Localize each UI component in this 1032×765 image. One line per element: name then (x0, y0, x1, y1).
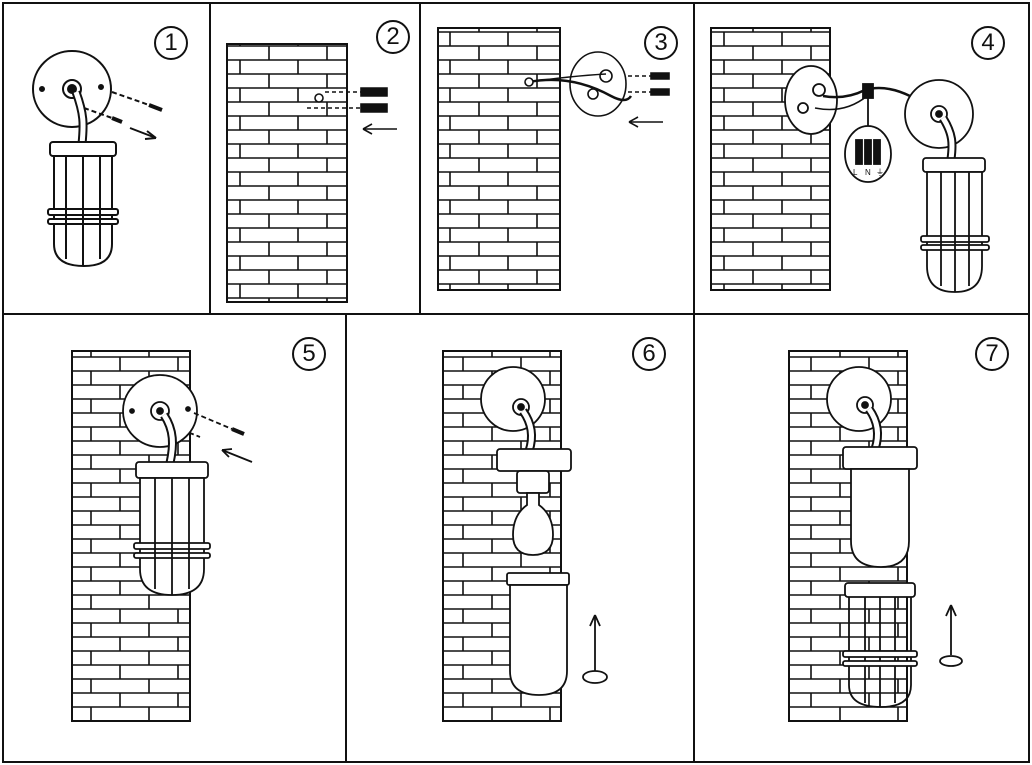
step-4-illustration: L N ⏚ (710, 27, 990, 293)
brick-wall (226, 43, 348, 303)
light-bulb (512, 492, 554, 556)
lamp-glass (850, 468, 910, 568)
step-number-badge: 7 (975, 337, 1009, 371)
step-7-illustration (788, 350, 963, 722)
step-4-panel: 4 (693, 2, 1030, 315)
step-2-illustration (226, 43, 397, 303)
step-3-panel: 3 (419, 2, 695, 315)
step-number-badge: 4 (971, 26, 1005, 60)
lamp-glass (509, 584, 568, 696)
step-number-badge: 2 (376, 20, 410, 54)
terminal-label: N (865, 168, 871, 177)
terminal-label: L (853, 168, 858, 177)
lamp-socket (516, 470, 550, 494)
mounting-plate (569, 51, 627, 117)
brick-wall (437, 27, 561, 291)
step-6-panel: 6 (345, 313, 695, 763)
step-1-panel: 1 (2, 2, 211, 315)
step-number-badge: 5 (292, 337, 326, 371)
step-number-badge: 1 (154, 26, 188, 60)
step-5-panel: 5 (2, 313, 347, 763)
step-number-badge: 6 (632, 337, 666, 371)
lamp-cap (842, 446, 918, 470)
lamp-cap (496, 448, 572, 472)
step-6-illustration (442, 350, 608, 722)
wall-plate (480, 366, 546, 432)
step-7-panel: 7 (693, 313, 1030, 763)
lamp-cage (844, 582, 916, 598)
step-2-panel: 2 (209, 2, 421, 315)
terminal-label: ⏚ (876, 168, 884, 177)
step-5-illustration (71, 350, 253, 722)
mounting-plate (784, 65, 838, 135)
step-number-badge: 3 (644, 26, 678, 60)
step-3-illustration (437, 27, 670, 291)
step-1-illustration (32, 50, 163, 268)
